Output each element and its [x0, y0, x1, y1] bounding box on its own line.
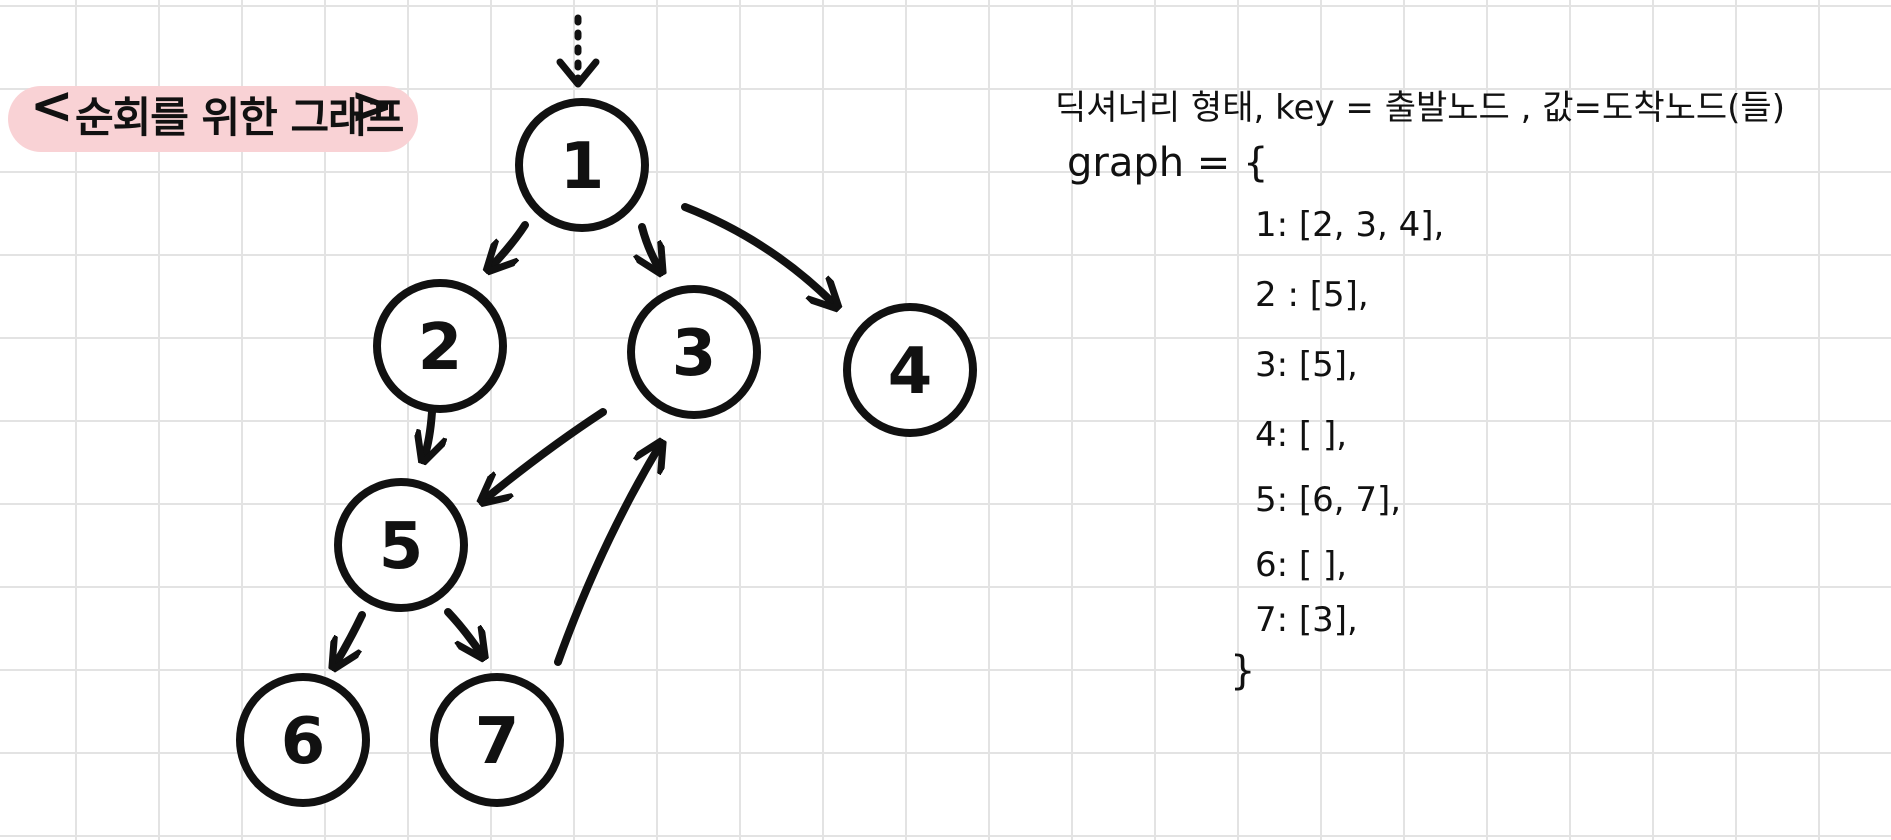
- adjacency-entry-6: 6: [ ],: [1255, 545, 1348, 585]
- adjacency-entry-5: 5: [6, 7],: [1255, 480, 1402, 520]
- edge-2-5: [424, 408, 432, 458]
- edge-3-5: [484, 408, 607, 500]
- graph-edges: [335, 203, 835, 666]
- graph-close-brace: }: [1230, 648, 1256, 694]
- edge-7-3: [554, 445, 660, 666]
- adjacency-entry-2: 2 : [5],: [1255, 275, 1369, 315]
- edge-1-3: [642, 223, 660, 270]
- node-label: 5: [379, 510, 424, 584]
- graph-node-6: 6: [236, 673, 370, 807]
- dict-description: 딕셔너리 형태, key = 출발노드 , 값=도착노드(들): [1055, 88, 1785, 128]
- adjacency-entry-7: 7: [3],: [1255, 600, 1358, 640]
- graph-node-7: 7: [430, 673, 564, 807]
- title-right-bracket: >: [350, 76, 394, 136]
- graph-node-4: 4: [843, 303, 977, 437]
- edge-1-2: [490, 221, 529, 268]
- page-title: 순회를 위한 그래프: [75, 93, 404, 142]
- graph-node-2: 2: [373, 279, 507, 413]
- graph-open-brace: graph = {: [1067, 140, 1269, 186]
- edge-5-7: [444, 608, 482, 655]
- node-label: 1: [560, 130, 605, 204]
- graph-diagram: 1 2 3 4 5 6 7: [236, 14, 977, 807]
- adjacency-entry-1: 1: [2, 3, 4],: [1255, 205, 1445, 245]
- edge-5-6: [335, 611, 366, 665]
- graph-node-5: 5: [334, 478, 468, 612]
- node-label: 6: [281, 705, 326, 779]
- node-label: 3: [672, 317, 717, 391]
- title-left-bracket: <: [30, 76, 74, 136]
- adjacency-entry-3: 3: [5],: [1255, 345, 1358, 385]
- edge-1-4: [681, 203, 835, 305]
- entry-arrow: [556, 14, 600, 88]
- node-label: 4: [888, 335, 933, 409]
- node-label: 7: [475, 705, 520, 779]
- graph-node-1: 1: [515, 98, 649, 232]
- adjacency-entry-4: 4: [ ],: [1255, 415, 1348, 455]
- title-highlight: [8, 86, 418, 152]
- node-label: 2: [418, 311, 463, 385]
- graph-node-3: 3: [627, 285, 761, 419]
- adjacency-list-code: 딕셔너리 형태, key = 출발노드 , 값=도착노드(들) graph = …: [1055, 80, 1875, 720]
